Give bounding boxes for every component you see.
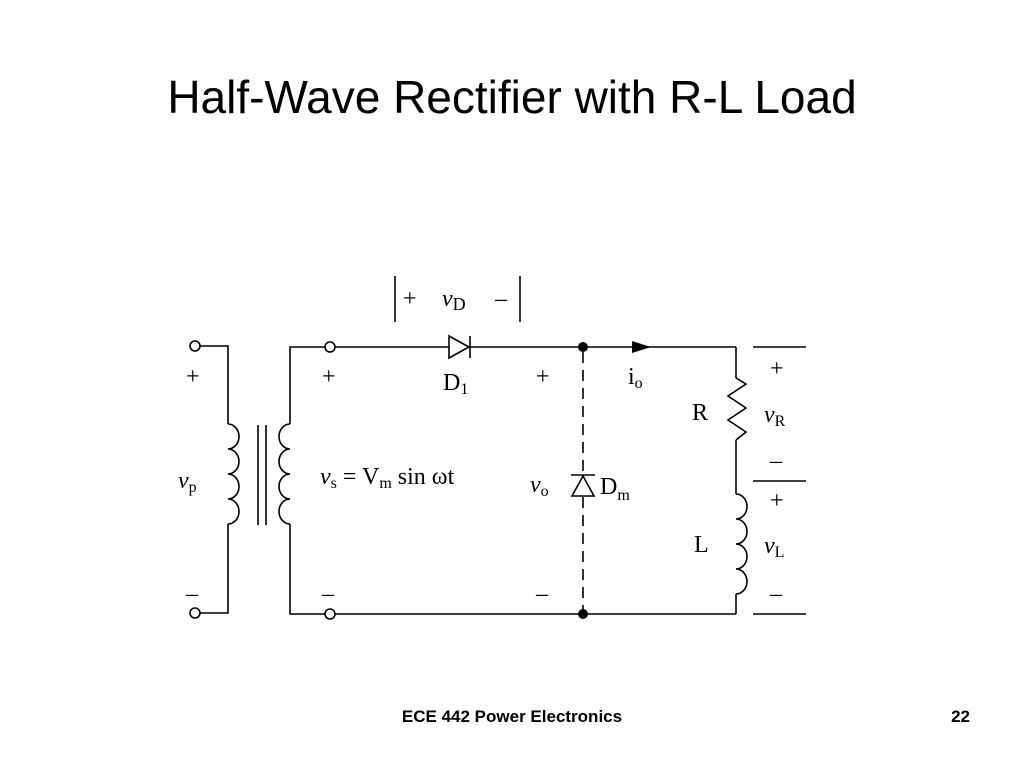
secondary-bottom-wire (289, 524, 325, 615)
inductor-label: L (694, 532, 709, 558)
primary-top-wire (200, 345, 229, 424)
diode-d1-label: D1 (443, 370, 468, 398)
secondary-plus: + (322, 364, 336, 390)
inductor-l (735, 493, 748, 595)
output-voltage-label: vo (530, 472, 549, 500)
freewheel-diode-symbol (570, 474, 596, 497)
secondary-voltage-equation: vs = Vm sin ωt (320, 464, 455, 492)
vd-minus: – (494, 286, 508, 312)
current-label: io (628, 364, 643, 392)
secondary-top-wire (289, 346, 325, 424)
output-bottom-node (578, 609, 588, 619)
resistor-plus: + (770, 356, 784, 382)
resistor-label: R (692, 400, 708, 426)
inductor-plus: + (770, 488, 784, 514)
primary-voltage-label: vp (178, 468, 197, 496)
slide-title: Half-Wave Rectifier with R-L Load (167, 71, 857, 123)
primary-coil (227, 423, 240, 525)
resistor-voltage-label: vR (764, 402, 786, 430)
secondary-bottom-terminal (324, 608, 336, 620)
inductor-voltage-label: vL (764, 533, 784, 561)
primary-plus: + (186, 364, 200, 390)
primary-bottom-terminal (189, 607, 201, 619)
vd-plus: + (403, 286, 417, 312)
diode-d1-symbol (448, 334, 471, 360)
resistor-r (726, 377, 748, 441)
output-plus: + (536, 364, 550, 390)
primary-top-terminal (189, 340, 201, 352)
current-arrow (632, 341, 651, 353)
footer-course-title: ECE 442 Power Electronics (401, 707, 623, 726)
freewheel-diode-label: Dm (600, 474, 630, 504)
primary-bottom-wire (200, 524, 229, 614)
output-top-node (578, 342, 588, 352)
inductor-minus: – (769, 581, 783, 607)
secondary-coil (278, 423, 291, 525)
vd-label: vD (442, 286, 466, 314)
resistor-minus: – (769, 448, 783, 474)
footer-page-number: 22 (951, 707, 970, 726)
primary-minus: – (185, 581, 199, 607)
secondary-top-terminal (324, 341, 336, 353)
secondary-minus: – (321, 581, 335, 607)
output-minus: – (535, 581, 549, 607)
